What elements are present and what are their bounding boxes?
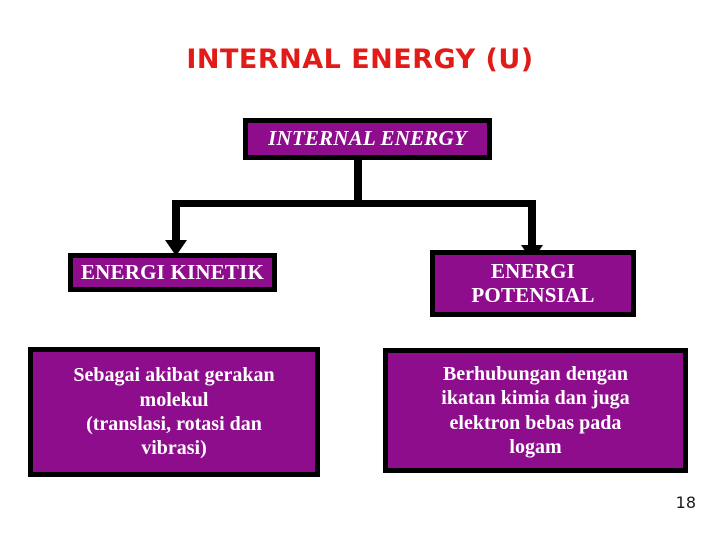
- connector-left-drop-line: [172, 200, 180, 242]
- connector-root-stem: [354, 160, 362, 205]
- page-number: 18: [675, 493, 696, 512]
- node-energi-potensial-description: Berhubungan dengan ikatan kimia dan juga…: [383, 348, 688, 473]
- node-internal-energy-label: INTERNAL ENERGY: [268, 126, 467, 151]
- page-title: INTERNAL ENERGY (U): [186, 44, 534, 75]
- node-energi-kinetik-description: Sebagai akibat gerakan molekul (translas…: [28, 347, 320, 477]
- node-energi-potensial-description-text: Berhubungan dengan ikatan kimia dan juga…: [441, 362, 630, 458]
- node-internal-energy: INTERNAL ENERGY: [243, 118, 492, 160]
- connector-right-drop-line: [528, 200, 536, 247]
- node-energi-potensial: ENERGI POTENSIAL: [430, 250, 636, 317]
- node-energi-kinetik-description-text: Sebagai akibat gerakan molekul (translas…: [73, 364, 275, 460]
- node-energi-kinetik: ENERGI KINETIK: [68, 253, 277, 292]
- node-energi-kinetik-label: ENERGI KINETIK: [80, 259, 265, 284]
- connector-horizontal-bar: [172, 200, 536, 207]
- arrow-down-icon-left: [165, 240, 187, 256]
- node-energi-potensial-label: ENERGI POTENSIAL: [471, 258, 595, 307]
